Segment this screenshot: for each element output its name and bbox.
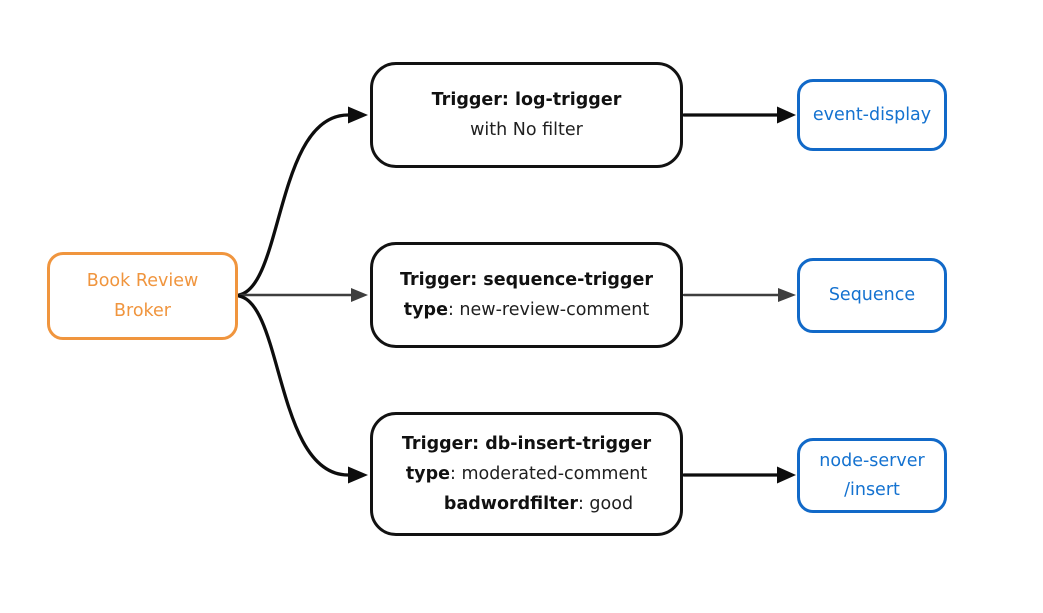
trigger-detail-value: : good: [577, 494, 634, 514]
arrowhead-icon: [777, 466, 796, 484]
node-sink-event-display: event-display: [797, 79, 947, 151]
trigger-detail-key: type: [405, 464, 450, 484]
sink-label-line-2: /insert: [844, 479, 900, 500]
arrowhead-icon: [348, 106, 368, 124]
sink-label: Sequence: [828, 285, 916, 305]
trigger-detail: with No filter: [470, 115, 583, 145]
trigger-detail-key: badwordfilter: [443, 494, 578, 514]
trigger-title: Trigger: log-trigger: [431, 90, 622, 110]
node-trigger-db-insert: Trigger: db-insert-trigger type: moderat…: [370, 412, 683, 536]
edge-db-insert-trigger-to-node-server: [682, 466, 796, 484]
trigger-detail: type: new-review-comment: [404, 295, 649, 325]
sink-label-line-1: node-server: [819, 450, 925, 471]
broker-label-line-2: Broker: [114, 301, 171, 321]
arrowhead-icon: [777, 106, 796, 124]
node-trigger-log: Trigger: log-trigger with No filter: [370, 62, 683, 168]
edge-curve-up: [237, 113, 350, 297]
trigger-detail-value: : new-review-comment: [447, 300, 650, 320]
edge-broker-to-sequence-trigger: [238, 288, 368, 302]
trigger-detail: badwordfilter: good: [444, 489, 633, 519]
sink-label: event-display: [812, 104, 932, 125]
arrowhead-icon: [348, 466, 368, 484]
node-broker: Book Review Broker: [47, 252, 238, 340]
trigger-detail: type: moderated-comment: [406, 459, 647, 489]
edge-curve-down: [237, 294, 350, 477]
trigger-title: Trigger: sequence-trigger: [400, 270, 653, 290]
trigger-detail-key: type: [403, 300, 448, 320]
broker-label-line-1: Book Review: [86, 271, 199, 291]
trigger-detail-value: with No filter: [470, 120, 583, 140]
node-sink-node-server: node-server /insert: [797, 438, 947, 513]
edge-sequence-trigger-to-sequence: [682, 288, 796, 302]
node-trigger-sequence: Trigger: sequence-trigger type: new-revi…: [370, 242, 683, 348]
arrowhead-icon: [778, 288, 796, 302]
trigger-detail-value: : moderated-comment: [449, 464, 648, 484]
edge-broker-to-db-insert-trigger: [237, 294, 368, 484]
trigger-title: Trigger: db-insert-trigger: [401, 434, 652, 454]
node-sink-sequence: Sequence: [797, 258, 947, 333]
edge-broker-to-log-trigger: [237, 106, 368, 297]
arrowhead-icon: [351, 288, 368, 302]
edge-log-trigger-to-event-display: [682, 106, 796, 124]
